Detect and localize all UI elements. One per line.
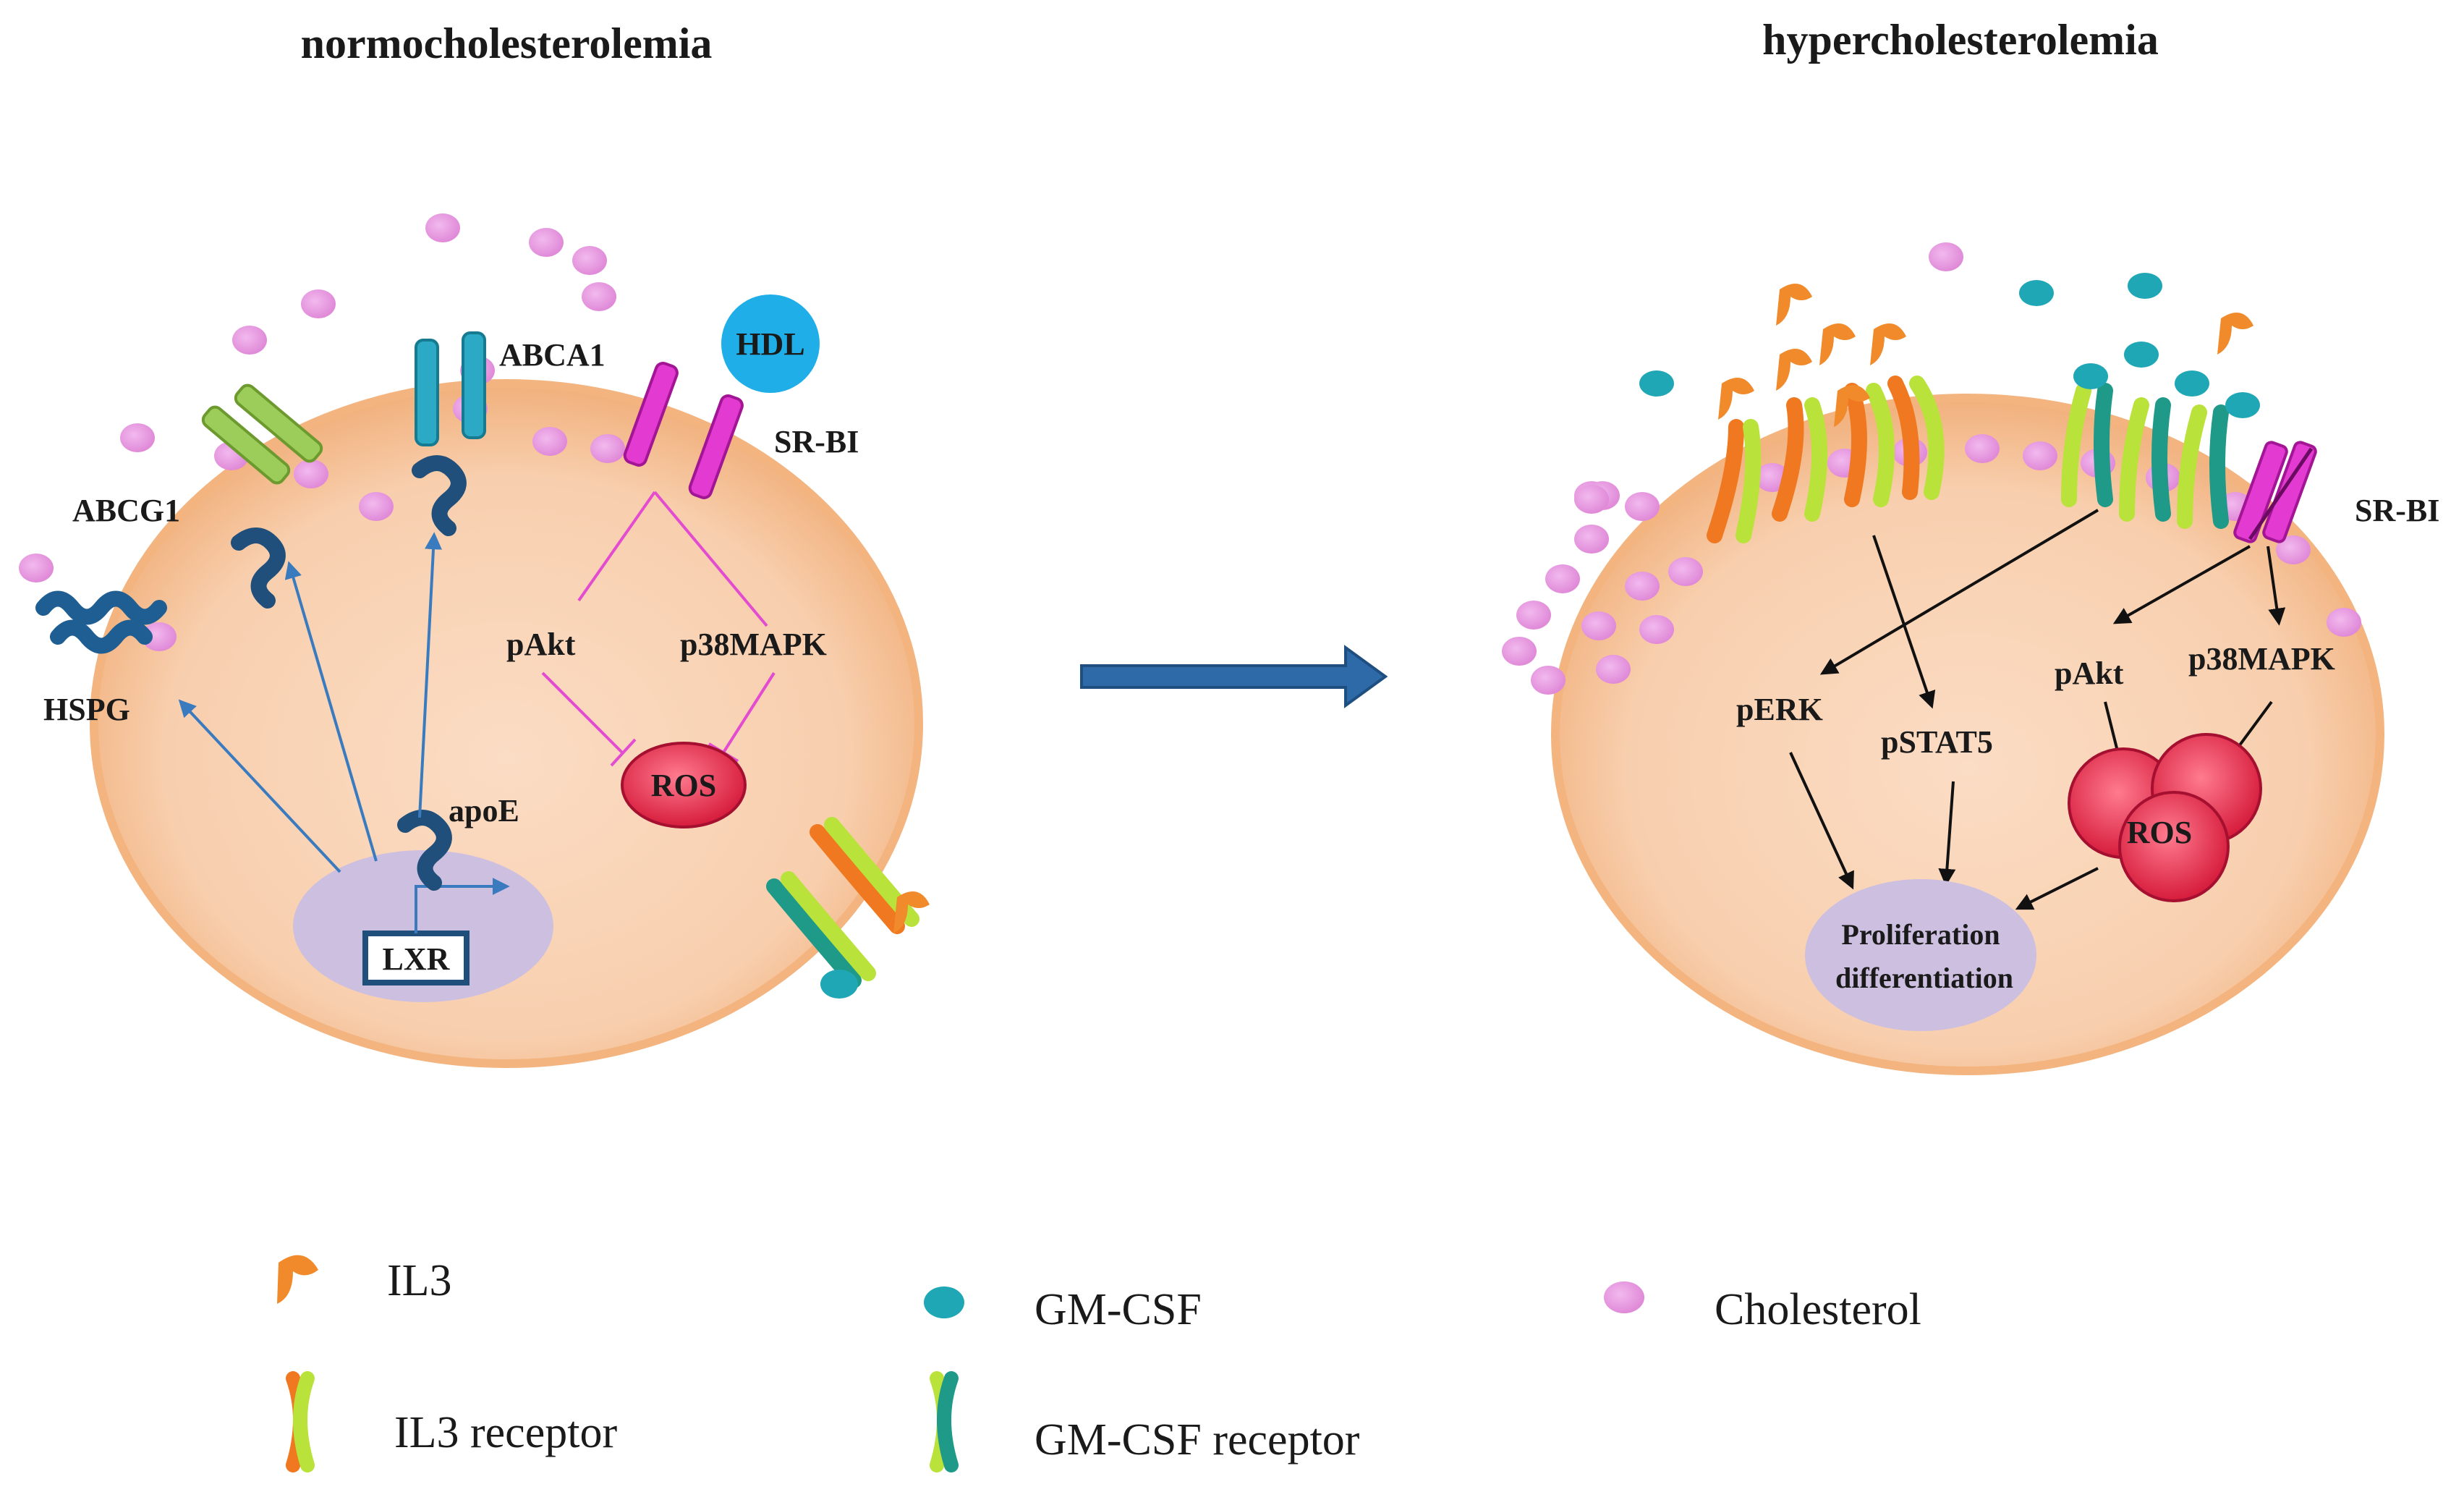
abca1-label: ABCA1 <box>499 337 606 373</box>
right-cell-membrane <box>1551 394 2384 1075</box>
legend-cholesterol-label: Cholesterol <box>1715 1285 1921 1334</box>
il3-ligands-right <box>1718 284 2253 427</box>
il3-icon-left <box>893 891 930 933</box>
perk-label: pERK <box>1736 692 1823 727</box>
hdl-label: HDL <box>736 326 804 362</box>
legend-cholesterol-icon <box>1604 1281 1644 1313</box>
gmcsf-receptors-right <box>2061 383 2229 529</box>
legend-il3-icon <box>277 1255 318 1304</box>
left-cell-membrane <box>90 379 923 1068</box>
srbi-label-right: SR-BI <box>2355 493 2439 528</box>
pakt-label-left: pAkt <box>506 627 576 662</box>
abca1-transporter <box>415 331 486 446</box>
proliferation-nucleus <box>1805 879 2036 1031</box>
right-signaling-arrows <box>1789 509 2286 910</box>
il3-receptors-right <box>1707 376 1945 543</box>
proliferation-label: Proliferation <box>1841 918 2000 951</box>
abcg1-label: ABCG1 <box>72 493 180 528</box>
pstat5-label: pSTAT5 <box>1881 724 1993 760</box>
left-panel-title: normocholesterolemia <box>301 20 713 67</box>
transition-arrow <box>1080 645 1388 708</box>
lxr-target-arrows <box>178 532 443 873</box>
hdl-particle <box>721 294 820 393</box>
apoe-label: apoE <box>449 793 519 828</box>
legend-il3-receptor-label: IL3 receptor <box>394 1408 617 1457</box>
legend-gmcsf-receptor-icon <box>930 1371 959 1472</box>
left-cell: HSPG ABCG1 ABCA1 HDL SR-BI <box>19 213 930 1068</box>
lxr-box <box>362 931 470 986</box>
srbi-receptor-left <box>623 362 744 499</box>
srbi-receptor-right <box>2233 441 2317 543</box>
srbi-label-left: SR-BI <box>774 424 859 459</box>
p38mapk-label-left: p38MAPK <box>680 627 827 662</box>
lxr-transcription-arrow <box>415 878 510 933</box>
legend-gmcsf-label: GM-CSF <box>1035 1285 1202 1334</box>
gmcsf-icon-left <box>820 970 858 999</box>
ros-cluster-right <box>2068 733 2262 902</box>
apoe-icon-abcg1 <box>231 527 286 609</box>
abcg1-transporter <box>201 383 323 485</box>
legend-il3-receptor-icon <box>286 1371 315 1472</box>
legend: IL3 IL3 receptor GM-CSF GM-CSF receptor … <box>277 1255 1921 1472</box>
hspg-label: HSPG <box>43 692 130 727</box>
ros-label-left: ROS <box>651 768 716 803</box>
legend-gmcsf-receptor-label: GM-CSF receptor <box>1035 1415 1360 1465</box>
pakt-label-right: pAkt <box>2055 656 2124 691</box>
legend-gmcsf-icon <box>924 1287 964 1318</box>
right-panel-title: hypercholesterolemia <box>1762 16 2159 64</box>
left-nucleus <box>293 850 553 1002</box>
cholesterol-dot-outer <box>1574 485 1609 514</box>
ros-label-right: ROS <box>2127 815 2192 850</box>
ros-left <box>621 742 747 828</box>
gmcsf-ligands-right <box>1639 273 2260 418</box>
lxr-label: LXR <box>383 941 451 977</box>
hspg-molecule <box>35 590 167 654</box>
apoe-icon-nucleus <box>397 810 452 891</box>
p38mapk-label-right: p38MAPK <box>2188 641 2335 677</box>
apoe-icon-abca1 <box>412 455 467 536</box>
legend-il3-label: IL3 <box>387 1256 452 1305</box>
right-cell: SR-BI pERK pSTAT5 pAkt p38MAPK ROS Proli… <box>1502 242 2439 1075</box>
differentiation-label: differentiation <box>1835 962 2013 994</box>
